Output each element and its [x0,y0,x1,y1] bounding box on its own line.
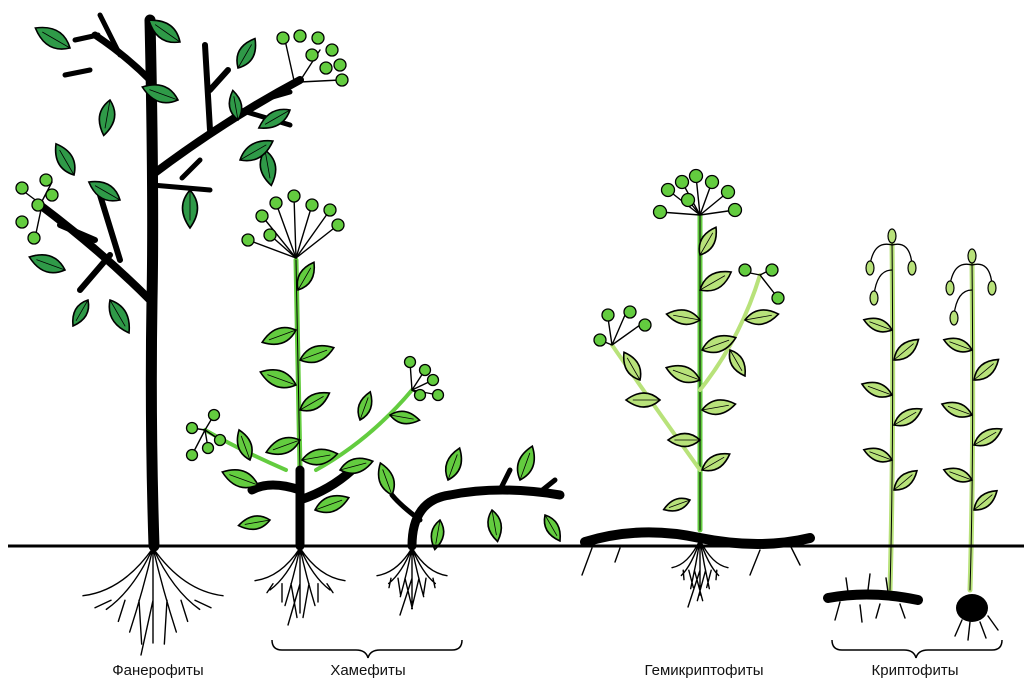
chamaephyte-umbel-top-ray [296,225,338,258]
cryptophyte-bulb-plant-bell-flower [950,311,958,325]
chamaephyte-umbel-top-bud [256,210,268,222]
tree-flower-bud-left [28,232,40,244]
creeping-roots [377,548,447,615]
cryptophyte-rhizome-plant-bell-flower [870,291,878,305]
chamaephyte-umbel-left-bud [203,443,214,454]
tree-flower-bud [334,59,346,71]
tree-branch-top-left [95,35,150,80]
cryptophyte-rhizome-plant-bell-flower [908,261,916,275]
tree-branch-left [40,205,150,300]
hemicrypto-rhizome [585,532,810,544]
roots-layer [83,540,728,655]
hemicrypto-umbel-bud [676,176,689,189]
cryptophyte-bulb-plant-bell-flower [946,281,954,295]
chamaephyte-umbel-right-bud [428,375,439,386]
tree-flower-bud [306,49,318,61]
chamaephyte-umbel-top-bud [264,229,276,241]
chamaephyte-umbel-top-ray [296,205,312,258]
underground-organs [582,532,998,640]
chamaephyte-umbel-top-ray [296,210,330,258]
hemicrypto-side-bud [772,292,784,304]
hemicrypto-umbel-bud [729,204,742,217]
chamaephyte-umbel-top-bud [306,199,318,211]
cryptophyte-rhizome-plant-bell-flower [866,261,874,275]
hemicrypto-umbel-bud [706,176,719,189]
hemicrypto-roots [672,540,728,607]
tree-flower-bud [336,74,348,86]
hemicrypto-side-bud [766,264,778,276]
chamaephyte-umbel-right-bud [420,365,431,376]
bracket-chamaephytes [272,640,462,658]
tree-flower-bud [312,32,324,44]
cryptophyte-bulb [956,594,988,622]
hemicrypto-side-bud [602,309,614,321]
tree-flower-bud [277,32,289,44]
label-phanerophytes: Фанерофиты [112,662,203,679]
hemicrypto-side-bud [594,334,606,346]
leaves-layer [27,14,1005,551]
tree-flower-bud-left [40,174,52,186]
hemicrypto-umbel-bud [690,170,703,183]
hemicrypto-rhizome-roots [582,545,800,575]
chamaephyte-roots [255,548,345,625]
tree-flower-bud [320,62,332,74]
hemicrypto-right-branch [700,275,760,390]
tree-flower-bud-left [46,189,58,201]
tree-roots [83,548,223,655]
label-cryptophytes: Криптофиты [872,662,959,679]
chamaephyte-umbel-right-bud [433,390,444,401]
chamaephyte-umbel-left-bud [209,410,220,421]
chamaephyte-umbel-top-bud [242,234,254,246]
chamaephyte-umbel-left-bud [187,423,198,434]
chamaephyte-umbel-left-bud [187,450,198,461]
cryptophyte-rhizome-plant-bell-flower [888,229,896,243]
tree-flower-bud-left [32,199,44,211]
chamaephyte-umbel-top-bud [332,219,344,231]
chamaephyte-umbel-right-bud [405,357,416,368]
chamaephyte-umbel-top-bud [324,204,336,216]
tree-flower-bud [326,44,338,56]
chamaephyte-umbel-top-bud [270,197,282,209]
hemicrypto-side-bud [624,306,636,318]
hemicrypto-side-bud [639,319,651,331]
tree-twig-2 [205,45,228,130]
label-hemicryptophytes: Гемикриптофиты [645,662,764,679]
cryptophyte-rhizome [828,594,918,600]
chamaephyte-umbel-right-bud [415,390,426,401]
hemicrypto-umbel-bud [722,186,735,199]
bracket-cryptophytes [832,640,1002,658]
tree-flower-bud [294,30,306,42]
chamaephyte-umbel-top-ray [294,196,296,258]
brackets [272,640,1002,658]
hemicrypto-umbel-bud [682,194,695,207]
chamaephyte-umbel-top-bud [288,190,300,202]
label-chamaephytes: Хамефиты [330,662,405,679]
tree-twig-6 [65,35,98,75]
cryptophyte-bulb-plant-bell-flower [988,281,996,295]
hemicrypto-umbel-bud [654,206,667,219]
cryptophyte-bulb-plant-bell-flower [968,249,976,263]
hemicrypto-umbel-bud [662,184,675,197]
tree-flower-bud-left [16,182,28,194]
chamaephyte-umbel-left-bud [215,435,226,446]
hemicrypto-side-bud [739,264,751,276]
tree-flower-bud-left [16,216,28,228]
